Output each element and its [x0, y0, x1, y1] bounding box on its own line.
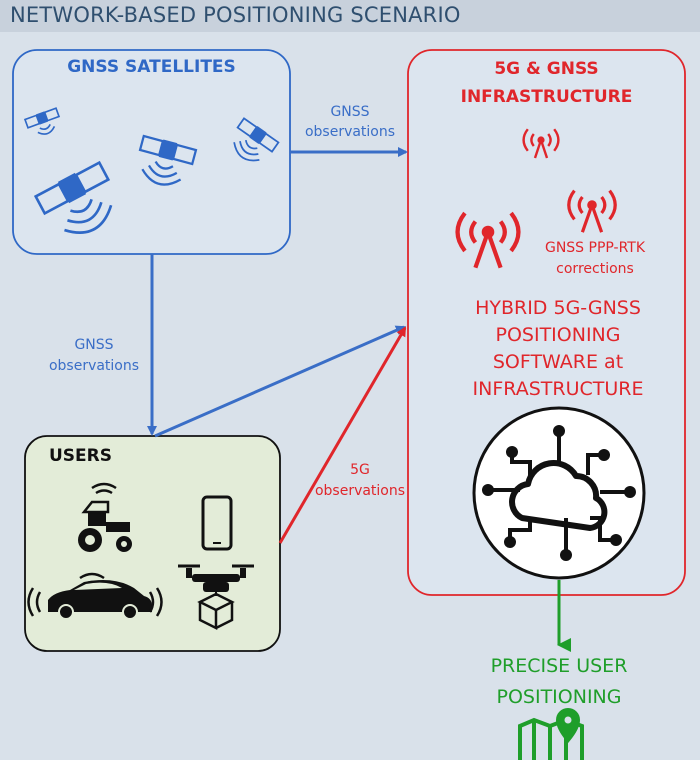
antenna-tower-icon [567, 189, 617, 233]
map-pin-icon [518, 708, 584, 760]
arrow-users-to-infra-red [278, 326, 407, 544]
cloud-network-icon [472, 406, 646, 580]
satellite-icon [138, 134, 198, 186]
tractor-icon [78, 482, 132, 552]
page-title: NETWORK-BASED POSITIONING SCENARIO [10, 3, 461, 27]
edge-label-sat-users-line2: observations [48, 358, 140, 374]
edge-label-users-infra-line2: observations [314, 483, 406, 499]
software-label-line3: SOFTWARE at [492, 351, 624, 373]
satellites-title: GNSS SATELLITES [67, 57, 236, 77]
corrections-label-line2: corrections [556, 261, 634, 277]
drone-icon [178, 564, 254, 631]
users-title: USERS [49, 446, 112, 466]
software-label-line4: INFRASTRUCTURE [472, 378, 644, 400]
edge-label-sat-users-line1: GNSS [74, 337, 114, 353]
output-label-line1: PRECISE USER [490, 655, 628, 677]
satellite-icon [33, 160, 113, 234]
infrastructure-title-line1: 5G & GNSS [494, 59, 599, 79]
edge-label-sat-infra-line2: observations [304, 124, 396, 140]
output-label-line2: POSITIONING [496, 686, 622, 708]
edge-label-sat-infra-line1: GNSS [330, 104, 370, 120]
edge-label-users-infra-line1: 5G [350, 462, 370, 478]
smartphone-icon [201, 495, 233, 551]
satellite-icon [23, 107, 61, 135]
header-bar: NETWORK-BASED POSITIONING SCENARIO [0, 0, 700, 32]
car-icon [27, 572, 163, 620]
satellite-icon [233, 117, 280, 162]
antenna-tower-icon [522, 128, 560, 159]
software-label-line1: HYBRID 5G-GNSS [475, 297, 641, 319]
arrow-users-to-infra-blue [154, 325, 406, 438]
software-label-line2: POSITIONING [495, 324, 621, 346]
corrections-label-line1: GNSS PPP-RTK [544, 240, 646, 256]
infrastructure-title-line2: INFRASTRUCTURE [460, 87, 633, 107]
antenna-tower-icon [455, 211, 521, 269]
